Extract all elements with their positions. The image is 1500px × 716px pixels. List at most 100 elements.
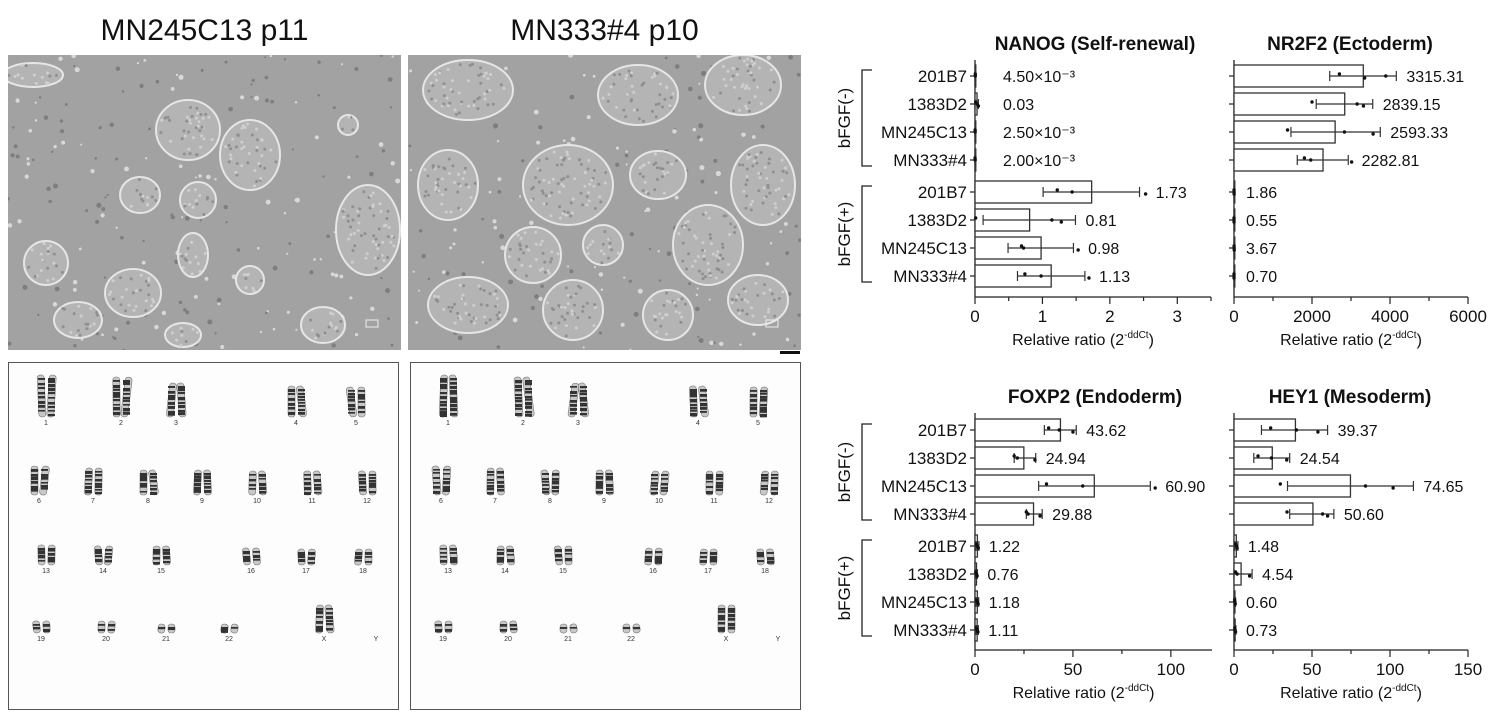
colony-cell: [489, 73, 492, 76]
chromosome-band: [249, 474, 256, 476]
chromosome-band: [43, 624, 50, 627]
chromosome-band: [298, 409, 305, 411]
colony-cell: [748, 153, 751, 156]
chromosome-band: [304, 482, 311, 485]
colony-cell: [743, 60, 746, 63]
cell-debris: [26, 157, 29, 160]
chromosome-band: [365, 556, 372, 558]
colony-cell: [473, 100, 476, 103]
cell-debris: [634, 312, 639, 317]
chromosome-band: [243, 551, 250, 554]
colony-cell: [189, 152, 192, 155]
chromosome-band: [760, 396, 767, 399]
category-label: 201B7: [918, 67, 967, 86]
chromosome-band: [178, 402, 185, 404]
colony-cell: [670, 96, 673, 99]
chromosome-band: [700, 389, 707, 392]
colony-cell: [379, 202, 382, 205]
chromosome-pair-13: [38, 545, 56, 565]
colony-cell: [602, 97, 605, 100]
colony-cell: [564, 214, 567, 217]
colony-cell: [579, 192, 582, 195]
chromosome-pair-X: [718, 605, 735, 633]
chromosome-band: [38, 378, 45, 380]
colony-cell: [687, 220, 690, 223]
colony-cell: [587, 252, 590, 255]
chromosome-pair-7: [487, 468, 505, 495]
micrograph-image: [408, 55, 801, 350]
colony-cell: [347, 214, 350, 217]
chromosome-pair-11: [304, 471, 323, 496]
cell-debris: [137, 62, 139, 64]
colony-cell: [747, 70, 750, 73]
colony-cell: [754, 95, 757, 98]
colony-cell: [187, 148, 190, 151]
colony-cell: [661, 106, 664, 109]
chromosome-pair-1: [37, 375, 56, 417]
colony-cell: [435, 79, 438, 82]
colony-cell: [587, 191, 590, 194]
cell-debris: [217, 298, 222, 303]
chromosome-band: [253, 551, 260, 553]
colony-cell: [199, 146, 202, 149]
colony-cell: [146, 203, 149, 206]
colony-cell: [383, 259, 386, 262]
chromosome-band: [497, 557, 504, 560]
cell-debris: [156, 80, 160, 84]
cell-debris: [334, 273, 338, 277]
chromosome-band: [761, 488, 768, 490]
colony-cell: [486, 77, 489, 80]
colony-cell: [245, 286, 248, 289]
colony-cell: [241, 127, 244, 130]
chromosome-band: [358, 406, 365, 409]
chromosome-band: [651, 488, 658, 490]
colony-cell: [483, 289, 486, 292]
colony-cell: [758, 66, 761, 69]
cell-debris: [254, 96, 259, 101]
chromosome-label: 14: [501, 568, 509, 575]
colony-cell: [473, 182, 476, 185]
cell-debris: [482, 261, 484, 263]
chromosome-band: [249, 479, 256, 481]
cell-debris: [273, 328, 276, 331]
data-point: [1076, 248, 1079, 251]
chromosome-band: [48, 406, 55, 408]
cell-debris: [115, 226, 117, 228]
colony-cell: [55, 74, 58, 77]
chromosome-band: [525, 396, 532, 399]
chromosome-band: [105, 556, 112, 558]
chromosome-band: [651, 492, 658, 494]
colony-cell: [135, 305, 138, 308]
chromosome: [98, 621, 105, 633]
colony-cell: [767, 308, 770, 311]
cell-debris: [761, 125, 765, 129]
chromosome-band: [123, 412, 130, 415]
chromosome-band: [570, 408, 577, 411]
colony-cell: [738, 57, 741, 60]
colony-cell: [661, 317, 664, 320]
colony-cell: [80, 315, 83, 318]
colony-cell: [75, 334, 78, 337]
cell-debris: [675, 64, 680, 69]
colony-cell: [442, 103, 445, 106]
colony-cell: [746, 58, 749, 61]
chromosome-band: [194, 490, 201, 493]
chromosome-band: [359, 486, 366, 488]
colony-cell: [715, 277, 718, 280]
chromosome-band: [497, 552, 504, 555]
cell-debris: [709, 341, 713, 345]
colony-cell: [180, 334, 183, 337]
cell-debris: [73, 280, 77, 284]
colony: [418, 150, 478, 220]
colony-cell: [454, 322, 457, 325]
cell-debris: [462, 272, 466, 276]
colony-cell: [139, 289, 142, 292]
chromosome-band: [38, 387, 45, 389]
chromosome-band: [760, 404, 767, 406]
colony-cell: [722, 65, 725, 68]
colony-cell: [519, 248, 522, 251]
chromosome-band: [221, 627, 228, 630]
colony-cell: [447, 306, 450, 309]
chromosome-band: [440, 387, 447, 389]
